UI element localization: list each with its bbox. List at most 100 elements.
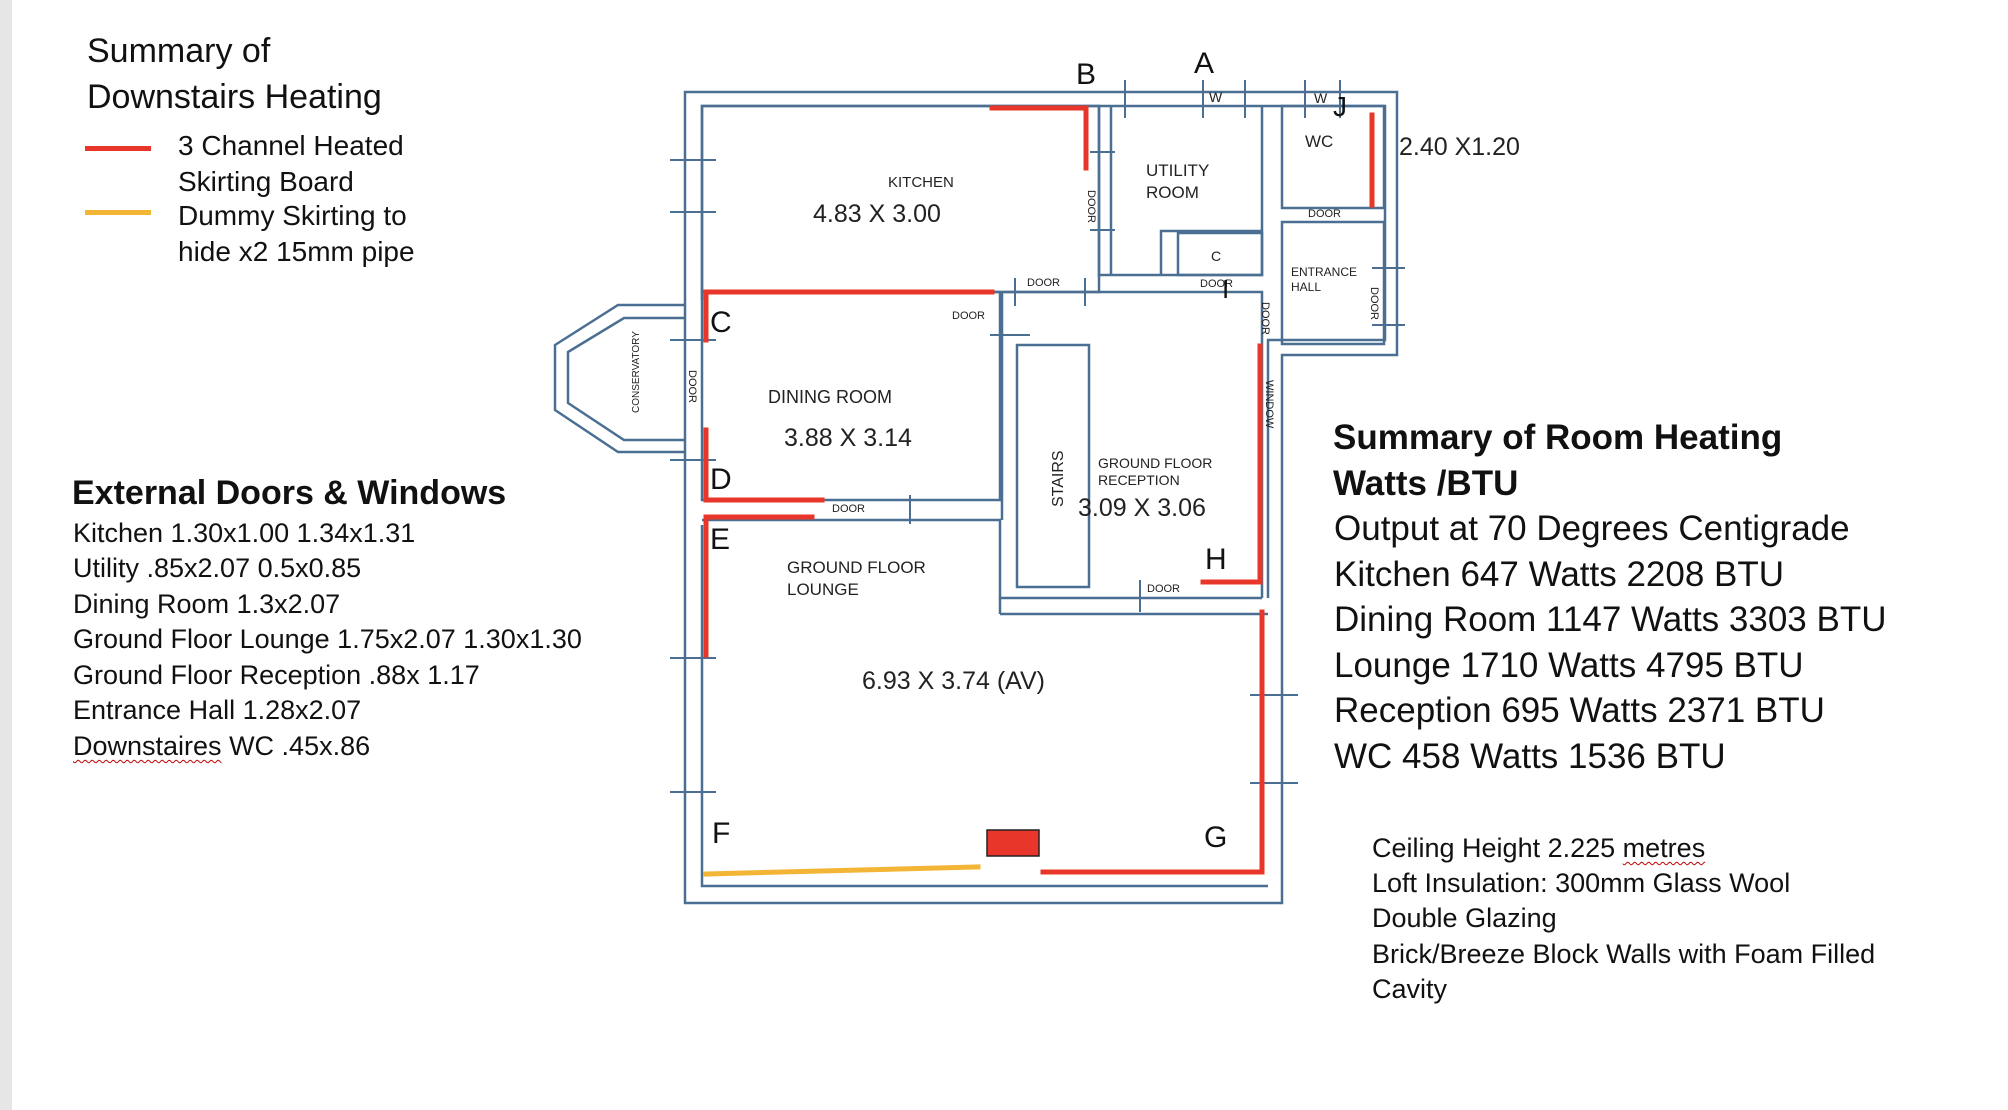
label-stairs: STAIRS xyxy=(1050,450,1067,507)
label-conservatory: CONSERVATORY xyxy=(631,331,642,413)
external-item: Ground Floor Lounge 1.75x2.07 1.30x1.30 xyxy=(73,624,582,654)
external-item: Utility .85x2.07 0.5x0.85 xyxy=(73,553,362,583)
dummy-skirting xyxy=(703,864,981,877)
skirting-runs xyxy=(703,105,1375,877)
label-utility-window: W xyxy=(1209,89,1223,105)
external-item-wc-rest: WC .45x.86 xyxy=(221,731,371,761)
heater-block xyxy=(986,829,1040,857)
point-labels: A B C D E F G H I J xyxy=(710,47,1347,854)
stairs-walls xyxy=(1015,343,1091,589)
external-item: Kitchen 1.30x1.00 1.34x1.31 xyxy=(73,518,416,548)
external-item: Ground Floor Reception .88x 1.17 xyxy=(73,660,480,690)
summary-line: WC 458 Watts 1536 BTU xyxy=(1334,737,1726,776)
label-reception-1: GROUND FLOOR xyxy=(1098,455,1212,471)
label-dining-dim: 3.88 X 3.14 xyxy=(784,424,912,452)
conservatory-inner xyxy=(566,316,685,442)
label-utility-1: UTILITY xyxy=(1146,161,1209,180)
point-I: I xyxy=(1222,274,1229,304)
outer-wall-lower xyxy=(683,525,1284,905)
title-line-1: Summary of xyxy=(87,32,271,70)
title-line-2: Downstairs Heating xyxy=(87,78,382,116)
door-label: DOOR xyxy=(952,310,985,322)
note-ceiling-text: Ceiling Height 2.225 xyxy=(1372,833,1623,863)
label-cupboard: C xyxy=(1211,248,1221,264)
external-heading: External Doors & Windows xyxy=(72,474,507,512)
skirting-kitchen xyxy=(989,105,1089,171)
point-C: C xyxy=(710,306,732,339)
door-labels: DOOR DOOR DOOR DOOR DOOR DOOR DOOR DOOR … xyxy=(686,190,1380,595)
label-wc: WC xyxy=(1305,132,1333,151)
legend-red-label-1: 3 Channel Heated xyxy=(178,130,404,161)
summary-line: Lounge 1710 Watts 4795 BTU xyxy=(1334,646,1804,685)
note-line: Brick/Breeze Block Walls with Foam Fille… xyxy=(1372,939,1876,969)
point-B: B xyxy=(1076,58,1096,91)
external-item-wc: Downstaires WC .45x.86 xyxy=(73,731,370,762)
misspelled-word: Downstaires xyxy=(73,731,222,761)
door-label: DOOR xyxy=(1147,583,1180,595)
door-label: DOOR xyxy=(1259,302,1271,335)
label-dining: DINING ROOM xyxy=(768,387,892,407)
plan-walls xyxy=(553,90,1399,905)
label-lounge-2: LOUNGE xyxy=(787,580,859,599)
label-reception-dim: 3.09 X 3.06 xyxy=(1078,494,1206,522)
door-label: DOOR xyxy=(686,370,698,403)
room-labels: KITCHEN 4.83 X 3.00 UTILITY ROOM WC 2.40… xyxy=(631,89,1520,695)
point-A: A xyxy=(1194,47,1214,80)
kitchen-walls xyxy=(700,104,1101,294)
external-item: Dining Room 1.3x2.07 xyxy=(73,589,341,619)
summary-heading-2: Watts /BTU xyxy=(1333,464,1519,503)
door-label: DOOR xyxy=(1027,277,1060,289)
label-kitchen-dim: 4.83 X 3.00 xyxy=(813,200,941,228)
summary-heading-1: Summary of Room Heating xyxy=(1333,418,1783,457)
summary-line: Output at 70 Degrees Centigrade xyxy=(1334,509,1850,548)
skirting-dining-top xyxy=(703,289,995,343)
summary-line: Reception 695 Watts 2371 BTU xyxy=(1334,691,1825,730)
summary-line: Kitchen 647 Watts 2208 BTU xyxy=(1334,555,1785,594)
summary-line: Dining Room 1147 Watts 3303 BTU xyxy=(1334,600,1887,639)
point-F: F xyxy=(712,817,730,850)
door-label: DOOR xyxy=(832,503,865,515)
label-lounge-1: GROUND FLOOR xyxy=(787,558,926,577)
outer-wall-upper xyxy=(683,90,1399,598)
legend-yellow-line xyxy=(85,210,151,215)
label-lounge-dim: 6.93 X 3.74 (AV) xyxy=(862,667,1045,695)
legend-red-label-2: Skirting Board xyxy=(178,166,354,197)
label-window: WINDOW xyxy=(1263,380,1275,429)
note-line: Loft Insulation: 300mm Glass Wool xyxy=(1372,868,1791,898)
door-label: DOOR xyxy=(1368,287,1380,320)
label-wc-window: W xyxy=(1314,90,1328,106)
skirting-dining-bottom xyxy=(703,427,825,503)
wall-segment xyxy=(1159,229,1262,275)
label-kitchen: KITCHEN xyxy=(888,174,954,191)
note-line: Cavity xyxy=(1372,974,1448,1004)
legend-red-line xyxy=(85,146,151,151)
note-line: Double Glazing xyxy=(1372,903,1557,933)
label-entrance-2: HALL xyxy=(1291,280,1321,294)
skirting-lounge-left xyxy=(703,514,815,658)
legend-yellow-label-2: hide x2 15mm pipe xyxy=(178,236,415,267)
label-reception-2: RECEPTION xyxy=(1098,472,1180,488)
point-H: H xyxy=(1205,543,1227,576)
point-E: E xyxy=(710,523,730,556)
label-utility-2: ROOM xyxy=(1146,183,1199,202)
conservatory-outer xyxy=(553,303,685,454)
wc-walls xyxy=(1280,104,1386,210)
label-wc-dim: 2.40 X1.20 xyxy=(1399,133,1520,161)
entrance-hall-walls xyxy=(1280,220,1386,346)
slide-edge xyxy=(0,0,12,1110)
lounge-top-wall xyxy=(702,518,1262,600)
external-item: Entrance Hall 1.28x2.07 xyxy=(73,695,362,725)
label-entrance-1: ENTRANCE xyxy=(1291,265,1357,279)
inner-wall-lower xyxy=(700,525,1268,888)
legend-yellow-label-1: Dummy Skirting to xyxy=(178,200,407,231)
door-label: DOOR xyxy=(1200,278,1233,290)
point-D: D xyxy=(710,463,732,496)
point-J: J xyxy=(1333,91,1347,122)
door-label: DOOR xyxy=(1085,190,1097,223)
door-label: DOOR xyxy=(1308,208,1341,220)
cupboard-c xyxy=(1176,231,1264,277)
note-ceiling: Ceiling Height 2.225 metres xyxy=(1372,833,1705,864)
point-G: G xyxy=(1204,821,1227,854)
misspelled-word: metres xyxy=(1622,833,1706,863)
